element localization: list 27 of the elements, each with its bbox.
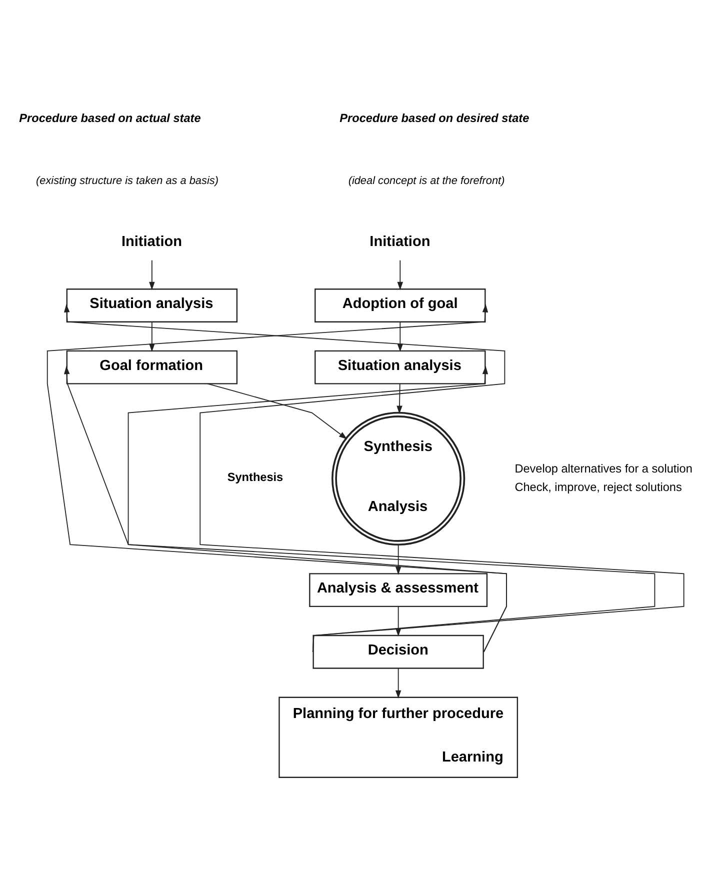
node-box: Goal formation — [66, 350, 238, 384]
node-text: Initiation — [370, 234, 430, 250]
label: Procedure based on desired state — [340, 110, 530, 125]
arrow — [64, 304, 684, 652]
label: (existing structure is taken as a basis) — [36, 174, 218, 186]
node-box: Decision — [312, 634, 484, 668]
arrow — [64, 365, 656, 652]
node-text: Initiation — [121, 234, 182, 250]
arrow — [46, 304, 507, 652]
node-box: Situation analysis — [314, 350, 486, 384]
label: Procedure based on actual state — [19, 110, 201, 125]
node-box: Situation analysis — [66, 288, 238, 322]
arrow — [206, 382, 348, 439]
node-box: Adoption of goal — [314, 288, 486, 322]
arrow — [397, 259, 404, 290]
arrow — [396, 382, 402, 414]
label: Synthesis — [227, 469, 284, 484]
node-box: Planning for further procedure Learning — [278, 696, 518, 778]
label: (ideal concept is at the forefront) — [348, 174, 505, 186]
node-circle: Synthesis Analysis — [332, 411, 466, 546]
arrow — [149, 259, 155, 290]
node-label: Check, improve, reject solutions — [514, 479, 682, 494]
node-box: Analysis & assessment — [309, 572, 488, 607]
arrow — [395, 544, 402, 574]
arrow — [395, 668, 402, 698]
arrow — [128, 365, 507, 652]
node-label: Develop alternatives for a solution — [514, 461, 692, 476]
